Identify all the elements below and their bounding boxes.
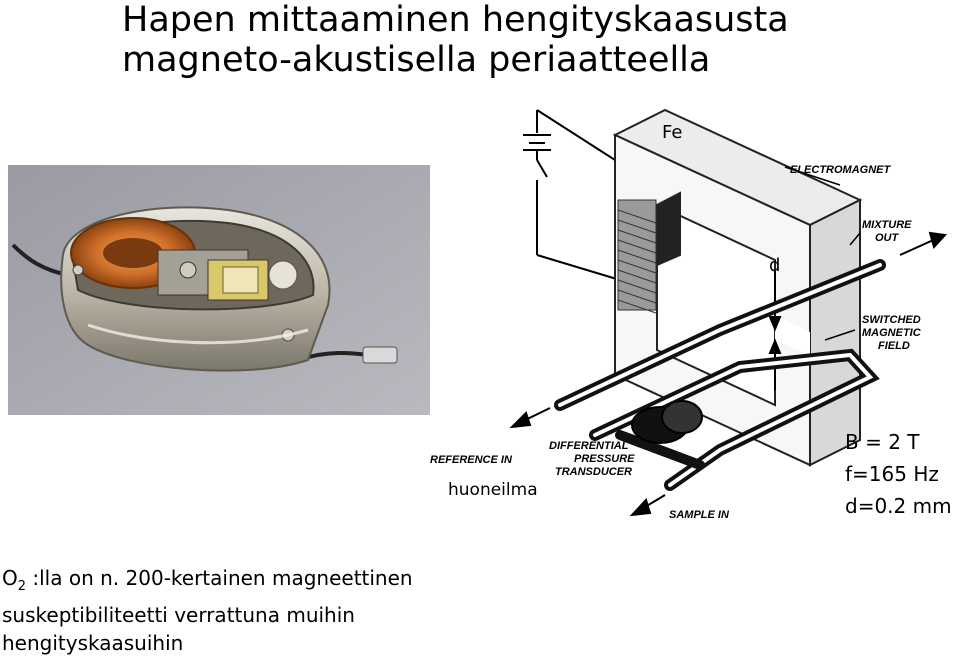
differential-label-3: TRANSDUCER	[555, 466, 632, 478]
differential-label-1: DIFFERENTIAL	[549, 440, 629, 452]
param-b: B = 2 T	[845, 430, 920, 454]
sensor-device-photo	[8, 165, 430, 415]
title-line-2: magneto-akustisella periaatteella	[122, 40, 711, 80]
caption-line-3: hengityskaasuihin	[2, 631, 184, 655]
switched-field-label-2: MAGNETIC	[862, 327, 921, 339]
caption-o: O	[2, 566, 18, 590]
fe-label: Fe	[662, 122, 683, 143]
mixture-out-label-2: OUT	[875, 232, 899, 244]
caption-text: O2 :lla on n. 200-kertainen magneettinen…	[2, 564, 522, 657]
caption-line-1-rest: :lla on n. 200-kertainen magneettinen	[26, 566, 413, 590]
caption-line-2: suskeptibiliteetti verrattuna muihin	[2, 603, 355, 627]
pressure-transducer	[631, 400, 703, 444]
slide-title: Hapen mittaaminen hengityskaasusta magne…	[122, 0, 842, 80]
gap-d-label: d	[769, 255, 781, 276]
flow-arrows	[509, 231, 948, 517]
battery-switch-icon	[523, 109, 621, 281]
electromagnet-core	[612, 108, 863, 467]
coil-windings	[617, 199, 657, 314]
param-f: f=165 Hz	[845, 462, 939, 486]
reference-in-label: REFERENCE IN	[430, 454, 512, 466]
caption-subscript: 2	[17, 579, 27, 594]
huoneilma-label: huoneilma	[448, 480, 538, 500]
switched-field-label-3: FIELD	[878, 340, 910, 352]
gas-tubes	[554, 259, 886, 491]
switched-field-label-1: SWITCHED	[862, 314, 921, 326]
title-line-1: Hapen mittaaminen hengityskaasusta	[122, 0, 789, 40]
leader-lines	[784, 166, 861, 341]
magneto-acoustic-schematic	[509, 108, 948, 517]
differential-label-2: PRESSURE	[574, 453, 635, 465]
param-d: d=0.2 mm	[845, 494, 952, 518]
sample-in-label: SAMPLE IN	[669, 509, 729, 521]
electromagnet-label: ELECTROMAGNET	[790, 164, 891, 176]
caption-line-1: O2 :lla on n. 200-kertainen magneettinen	[2, 564, 522, 601]
mixture-out-label-1: MIXTURE	[862, 219, 912, 231]
